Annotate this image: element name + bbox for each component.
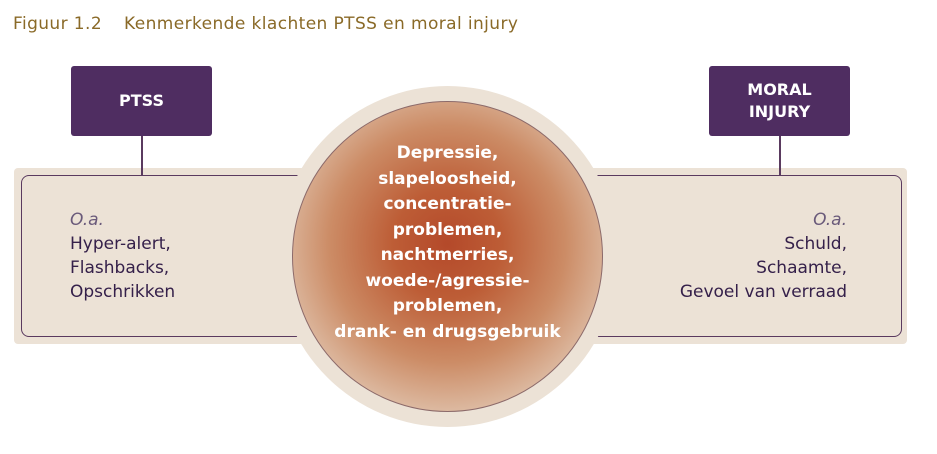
moral-injury-item: Gevoel van verraad: [679, 282, 847, 302]
shared-symptom-line: slapeloosheid,: [378, 168, 517, 189]
figure-number: Figuur 1.2: [13, 14, 103, 34]
moral-injury-connector-line: [779, 136, 781, 176]
shared-symptom-line: problemen,: [392, 219, 503, 240]
ptss-item: Opschrikken: [70, 282, 176, 302]
moral-injury-box-label-line: MORAL: [747, 80, 812, 99]
shared-symptom-line: concentratie-: [383, 194, 512, 214]
shared-symptom-line: woede-/agressie-: [365, 270, 530, 291]
ptss-box-label: PTSS: [119, 91, 164, 110]
shared-symptoms-circle: [292, 101, 603, 412]
shared-symptom-line: nachtmerries,: [380, 245, 515, 265]
moral-injury-box: MORAL INJURY: [709, 66, 850, 136]
moral-injury-panel: O.a. Schuld, Schaamte, Gevoel van verraa…: [572, 175, 902, 337]
ptss-symptom-list: O.a. Hyper-alert, Flashbacks, Opschrikke…: [70, 208, 175, 304]
ptss-oa-label: O.a.: [70, 210, 104, 230]
moral-injury-box-label-line: INJURY: [748, 102, 811, 121]
figure-title: Figuur 1.2 Kenmerkende klachten PTSS en m…: [13, 14, 518, 34]
ptss-item: Hyper-alert,: [70, 234, 171, 254]
shared-symptom-line: drank- en drugsgebruik: [334, 321, 561, 342]
moral-injury-oa-label: O.a.: [813, 210, 847, 230]
figure-caption: Kenmerkende klachten PTSS en moral injur…: [124, 14, 519, 34]
moral-injury-item: Schuld,: [784, 234, 847, 254]
shared-symptoms-text: Depressie, slapeloosheid, concentratie- …: [292, 141, 603, 345]
ptss-connector-line: [141, 136, 143, 176]
moral-injury-item: Schaamte,: [756, 258, 847, 278]
moral-injury-symptom-list: O.a. Schuld, Schaamte, Gevoel van verraa…: [680, 208, 847, 304]
ptss-item: Flashbacks,: [70, 258, 170, 278]
shared-symptom-line: Depressie,: [396, 143, 499, 163]
ptss-box: PTSS: [71, 66, 212, 136]
shared-symptom-line: problemen,: [392, 296, 503, 316]
